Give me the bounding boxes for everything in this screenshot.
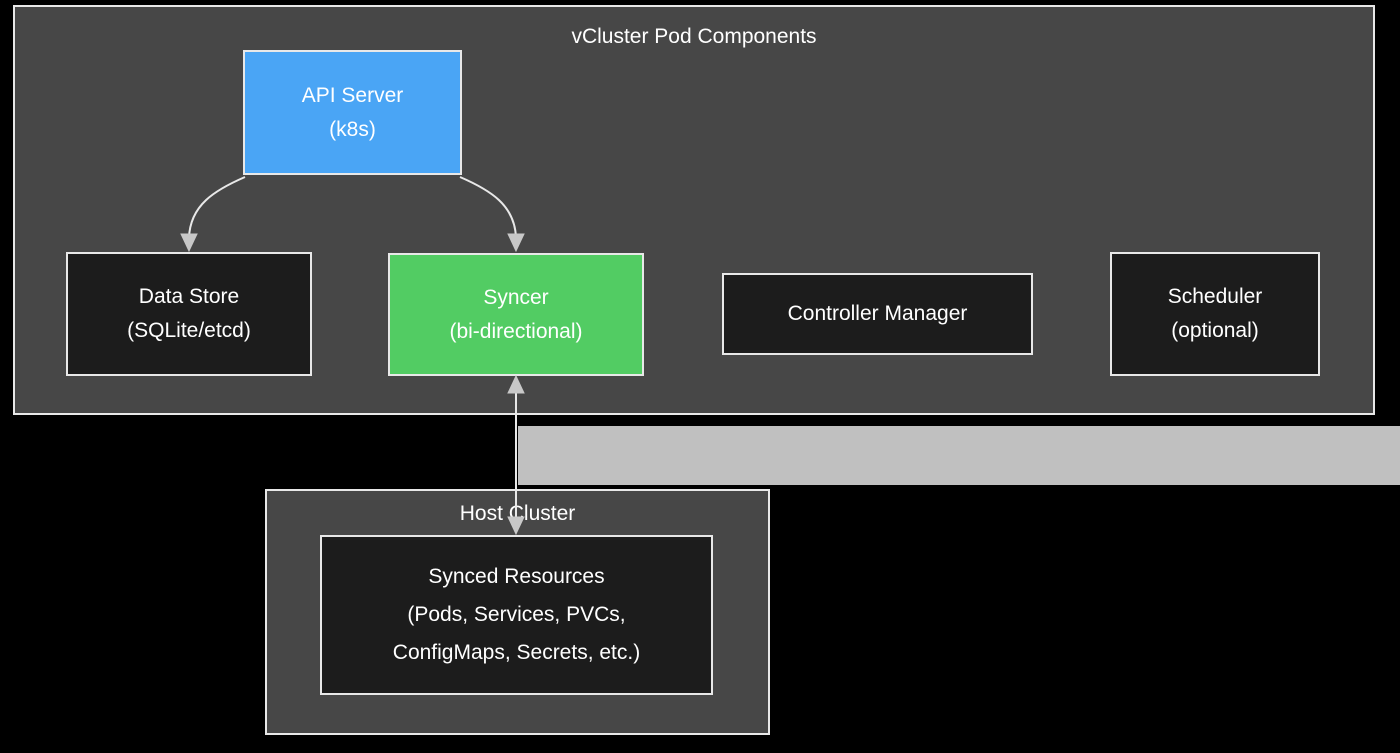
node-synced-resources-line3: ConfigMaps, Secrets, etc.) — [392, 641, 641, 664]
node-syncer-line2: (bi-directional) — [449, 319, 583, 343]
node-syncer-line1: Syncer — [483, 285, 549, 309]
node-api-server-line2: (k8s) — [329, 117, 376, 141]
node-synced-resources-line1: Synced Resources — [428, 565, 605, 588]
node-api-server[interactable]: API Server (k8s) — [243, 50, 462, 175]
node-synced-resources[interactable]: Synced Resources (Pods, Services, PVCs, … — [320, 535, 713, 695]
link-band — [518, 426, 1400, 485]
node-data-store[interactable]: Data Store (SQLite/etcd) — [66, 252, 312, 376]
node-controller-manager[interactable]: Controller Manager — [722, 273, 1033, 355]
node-scheduler-line2: (optional) — [1171, 319, 1259, 342]
node-data-store-line2: (SQLite/etcd) — [127, 319, 251, 342]
node-syncer[interactable]: Syncer (bi-directional) — [388, 253, 644, 376]
vcluster-panel-title: vCluster Pod Components — [571, 25, 817, 48]
node-api-server-line1: API Server — [301, 83, 404, 107]
node-data-store-line1: Data Store — [138, 285, 240, 308]
node-synced-resources-line2: (Pods, Services, PVCs, — [407, 603, 626, 626]
node-controller-manager-line1: Controller Manager — [787, 302, 968, 325]
node-scheduler[interactable]: Scheduler (optional) — [1110, 252, 1320, 376]
node-scheduler-line1: Scheduler — [1167, 285, 1263, 308]
host-cluster-panel-title: Host Cluster — [459, 502, 576, 525]
